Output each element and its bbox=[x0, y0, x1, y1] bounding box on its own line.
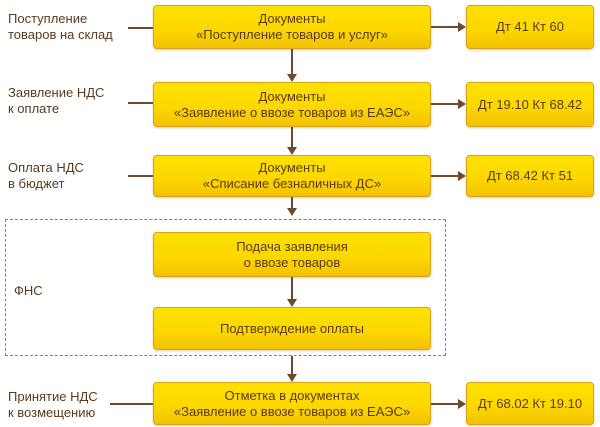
process-box-vat-payment: Документы «Списание безналичных ДС» bbox=[153, 155, 431, 197]
process-box-vat-declaration: Документы «Заявление о ввозе товаров из … bbox=[153, 82, 431, 127]
process-box-goods-receipt: Документы «Поступление товаров и услуг» bbox=[153, 5, 431, 49]
fns-label: ФНС bbox=[14, 283, 43, 298]
process-box-vat-refund: Отметка в документах «Заявление о ввозе … bbox=[153, 382, 431, 425]
row-label-goods-receipt: Поступление товаров на склад bbox=[8, 11, 113, 42]
entry-box-vat-payment: Дт 68.42 Кт 51 bbox=[466, 155, 594, 197]
connector-line bbox=[291, 277, 293, 299]
arrow-right-icon bbox=[458, 22, 466, 32]
connector-line bbox=[128, 102, 153, 104]
arrow-down-icon bbox=[287, 374, 297, 382]
connector-line bbox=[128, 27, 153, 29]
connector-line bbox=[291, 356, 293, 374]
arrow-right-icon bbox=[458, 171, 466, 181]
connector-line bbox=[128, 175, 153, 177]
process-box-application-submission: Подача заявления о ввозе товаров bbox=[153, 232, 431, 277]
arrow-right-icon bbox=[458, 399, 466, 409]
connector-line bbox=[431, 175, 458, 177]
process-box-payment-confirmation: Подтверждение оплаты bbox=[153, 307, 431, 350]
arrow-down-icon bbox=[287, 299, 297, 307]
connector-line bbox=[431, 403, 458, 405]
connector-line bbox=[291, 49, 293, 74]
entry-box-goods-receipt: Дт 41 Кт 60 bbox=[466, 5, 594, 49]
arrow-down-icon bbox=[287, 147, 297, 155]
entry-box-vat-declaration: Дт 19.10 Кт 68.42 bbox=[466, 82, 594, 127]
arrow-right-icon bbox=[458, 99, 466, 109]
row-label-vat-payment: Оплата НДС в бюджет bbox=[8, 160, 84, 191]
connector-line bbox=[431, 103, 458, 105]
arrow-down-icon bbox=[287, 208, 297, 216]
row-label-vat-declaration: Заявление НДС к оплате bbox=[8, 85, 105, 116]
fns-group bbox=[5, 219, 446, 356]
arrow-down-icon bbox=[287, 74, 297, 82]
connector-line bbox=[291, 197, 293, 208]
connector-line bbox=[110, 403, 153, 405]
entry-box-vat-refund: Дт 68.02 Кт 19.10 bbox=[466, 382, 594, 425]
connector-line bbox=[291, 127, 293, 147]
row-label-vat-refund: Принятие НДС к возмещению bbox=[8, 389, 98, 420]
connector-line bbox=[431, 26, 458, 28]
